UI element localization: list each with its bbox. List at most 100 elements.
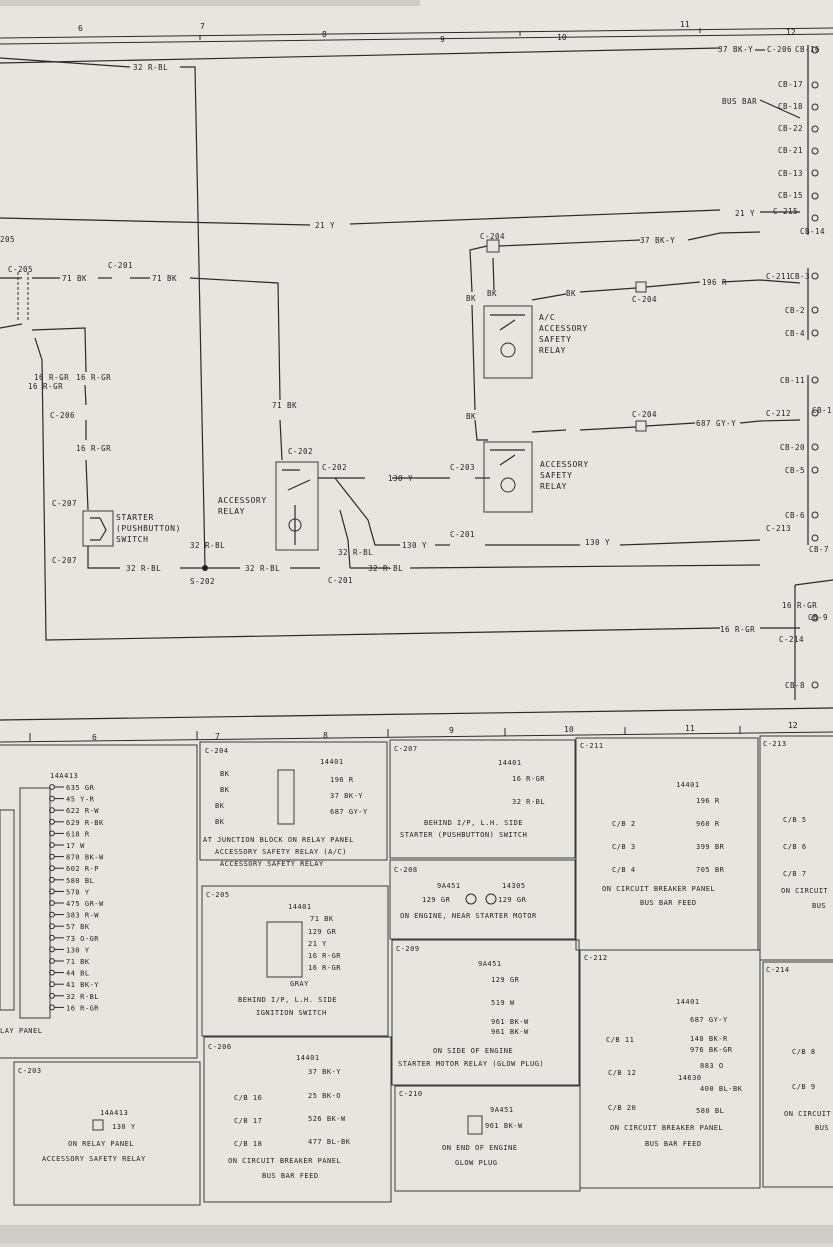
wire-label: 32 R-BL (133, 63, 168, 72)
pin-wire: 130 Y (112, 1123, 136, 1131)
part-number: 14401 (288, 903, 312, 911)
panel-title: C-214 (766, 966, 790, 974)
pin-wire: 71 BK (310, 915, 334, 923)
grid-number: 6 (92, 733, 97, 742)
pin-wire: 37 BK-Y (330, 792, 363, 800)
part-number: 14A413 (100, 1109, 128, 1117)
connector-label: C-202 (322, 463, 347, 472)
cb-label: CB-2 (785, 306, 805, 315)
component-label: ACCESSORY (539, 324, 588, 333)
cb-ref: C/B 20 (608, 1104, 636, 1112)
pin-wire: 399 BR (696, 843, 725, 851)
panel-note: BUS (812, 902, 826, 910)
pin-wire: 705 BR (696, 866, 725, 874)
wire-label: 130 Y (388, 474, 413, 483)
c207-panel: C-207 14401 16 R-GR 32 R-BL BEHIND I/P, … (394, 745, 545, 839)
panel-title: C-209 (396, 945, 420, 953)
connector-label: S-202 (190, 577, 215, 586)
pin-wire: 57 BK (66, 923, 90, 931)
wire-label: 71 BK (152, 274, 177, 283)
cb-label: CB-5 (785, 466, 805, 475)
panel-note: IGNITION SWITCH (256, 1009, 327, 1017)
wire-label: 32 R-BL (338, 548, 373, 557)
panel-note: ON END OF ENGINE (442, 1144, 517, 1152)
pin-wire: BK (220, 786, 230, 794)
panel-title: C-213 (763, 740, 787, 748)
panel-note: ACCESSORY SAFETY RELAY (220, 860, 324, 868)
cb-label: CB-13 (778, 169, 803, 178)
panel-frames (0, 735, 833, 1206)
panel-note: STARTER MOTOR RELAY (GLOW PLUG) (398, 1060, 544, 1068)
pin-wire: 41 BK-Y (66, 981, 99, 989)
wire-label: 16 R-GR (76, 373, 111, 382)
connector-label: C-204 (632, 295, 657, 304)
connector-label: C-203 (450, 463, 475, 472)
panel-note: ACCESSORY SAFETY RELAY (42, 1155, 146, 1163)
part-number: 14401 (320, 758, 344, 766)
cb-label: CB-7 (809, 545, 829, 554)
component-label: SAFETY (539, 335, 572, 344)
cb-ref: C/B 4 (612, 866, 636, 874)
cb-label: CB-20 (780, 443, 805, 452)
cb-terminals (811, 46, 819, 689)
part-number: 9A451 (490, 1106, 514, 1114)
pin-wire: 32 R-BL (512, 798, 545, 806)
connector-label: BUS BAR (722, 97, 757, 106)
wire-label: 130 Y (402, 541, 427, 550)
c210-panel: C-210 9A451 961 BK-W ON END OF ENGINE GL… (399, 1090, 523, 1167)
wire-label: 687 GY-Y (696, 419, 736, 428)
schematic-wires (0, 45, 833, 700)
wire-label: 32 R-BL (368, 564, 403, 573)
cb-ref: C/B 7 (783, 870, 807, 878)
pin-wire: 129 GR (308, 928, 337, 936)
pin-wire: 129 GR (422, 896, 451, 904)
panel-note: ACCESSORY SAFETY RELAY (A/C) (215, 848, 347, 856)
pin-wire: 635 GR (66, 784, 95, 792)
panel-title: C-210 (399, 1090, 423, 1098)
connector-label: C-215 (773, 207, 798, 216)
pin-wire: 629 R-BK (66, 819, 104, 827)
c203-panel: C-203 14A413 130 Y ON RELAY PANEL ACCESS… (18, 1067, 146, 1163)
panel-title: C-208 (394, 866, 418, 874)
grid-number: 7 (200, 22, 205, 31)
panel-title: C-207 (394, 745, 418, 753)
wire-label: 16 R-GR (782, 601, 817, 610)
pin-wire: 622 R-W (66, 807, 99, 815)
cb-label: CB-17 (778, 80, 803, 89)
pin-wire: 578 Y (66, 888, 90, 896)
wire-label: BK (466, 294, 476, 303)
component-label: RELAY (540, 482, 567, 491)
pin-wire: 16 R-GR (308, 952, 341, 960)
panel-title: C-204 (205, 747, 229, 755)
cb-label: CB-11 (780, 376, 805, 385)
pin-wire: 196 R (330, 776, 354, 784)
wire-label: 16 R-GR (28, 382, 63, 391)
part-number: 14A413 (50, 772, 78, 780)
c209-panel: C-209 9A451 129 GR 519 W 961 BK-W 961 BK… (396, 945, 544, 1068)
part-number: 14401 (676, 781, 700, 789)
panel-title: C-211 (580, 742, 604, 750)
panel-note: ON CIRCUIT (781, 887, 828, 895)
grid-number: 7 (215, 732, 220, 741)
pin-wire: 477 BL-BK (308, 1138, 351, 1146)
pin-wire: 526 BK-W (308, 1115, 346, 1123)
wire-label: BK (566, 289, 576, 298)
wire-label: 16 R-GR (76, 444, 111, 453)
c212-panel: C-212 14401 687 GY-Y C/B 11 140 BK-R 976… (584, 954, 742, 1148)
component-label: ACCESSORY (218, 496, 267, 505)
wire-label: 32 R-BL (245, 564, 280, 573)
wire-label: 130 Y (585, 538, 610, 547)
grid-number: 12 (788, 721, 798, 730)
connector-label: C-213 (766, 524, 791, 533)
connector-label: C-205 (8, 265, 33, 274)
cb-label: CB-3 (790, 272, 810, 281)
cb-ref: C/B 17 (234, 1117, 262, 1125)
pin-wire: 44 BL (66, 970, 90, 978)
panel-note: ON CIRCUIT (784, 1110, 831, 1118)
panel-title: C-203 (18, 1067, 42, 1075)
c213-panel: C-213 C/B 5 C/B 6 C/B 7 ON CIRCUIT BUS (763, 740, 828, 910)
c206-panel: C-206 14401 37 BK-Y C/B 16 25 BK-O C/B 1… (208, 1043, 351, 1180)
pin-wire: BK (215, 818, 225, 826)
cb-ref: C/B 18 (234, 1140, 262, 1148)
